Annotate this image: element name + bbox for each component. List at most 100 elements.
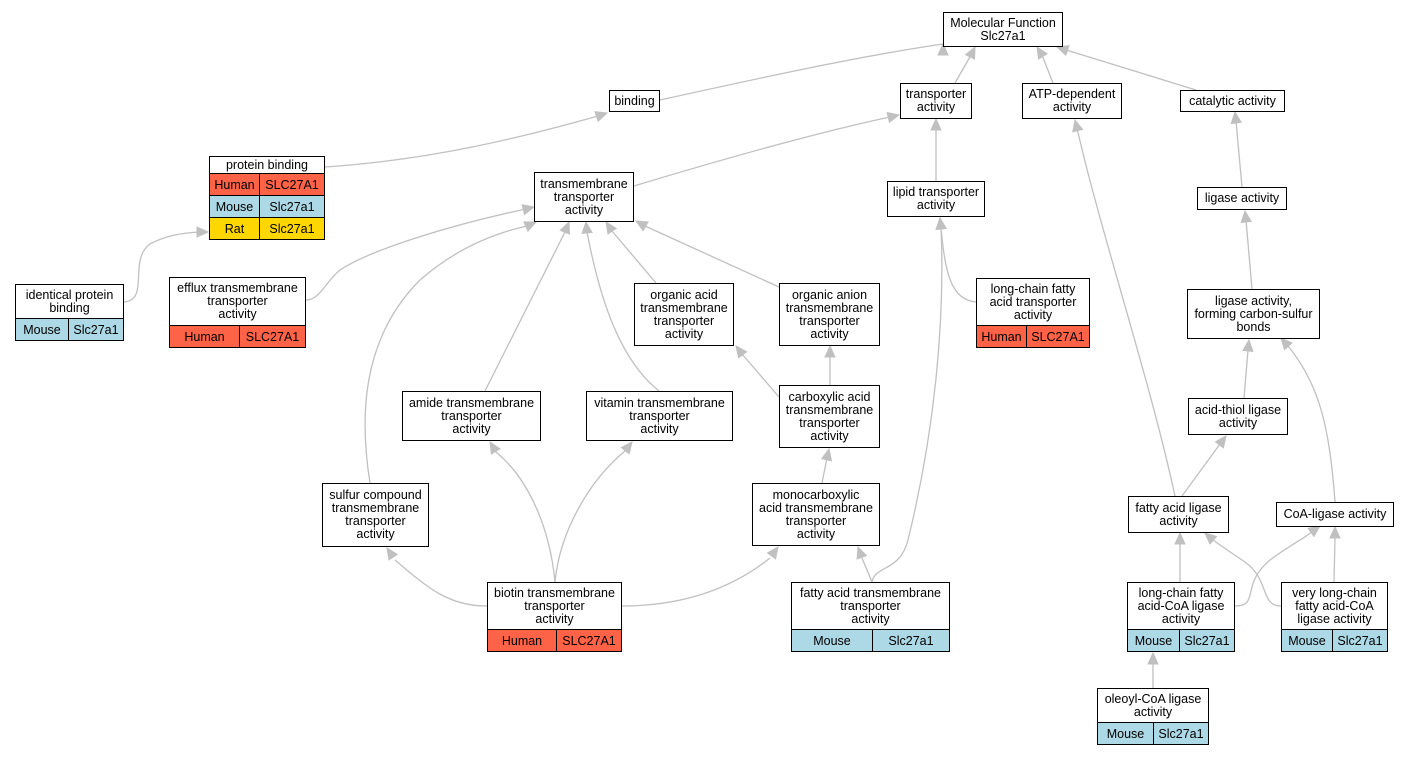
title-line: amide transmembrane — [408, 395, 535, 410]
title-line: activity — [1218, 415, 1258, 430]
title-line: ligase activity — [1204, 191, 1280, 205]
edge-oleoyl-to-lcfa-coa — [1147, 651, 1159, 688]
title-line: ligase activity, — [1215, 293, 1292, 308]
title-line: protein binding — [225, 157, 308, 172]
annotation-row: Mouse Slc27a1 — [1282, 629, 1387, 651]
edge-vlcfa-coa-to-fatty-acid-ligase — [1204, 532, 1282, 607]
edge-biotin-to-monocarboxylic — [621, 546, 779, 607]
node-catalytic-activity[interactable]: catalytic activity — [1180, 90, 1285, 112]
arrowhead — [856, 545, 868, 560]
edge-vlcfa-coa-to-coa-ligase — [1329, 525, 1341, 583]
edge-ligase-to-catalytic — [1230, 110, 1243, 188]
title-line: transmembrane — [640, 300, 728, 315]
gene-cell: Slc27a1 — [73, 322, 119, 337]
arrowhead — [196, 226, 210, 238]
title-line: very long-chain — [1292, 585, 1377, 600]
edge-carboxylic-to-organic-acid — [735, 345, 780, 398]
title-line: transporter — [840, 598, 901, 613]
title-line: ATP-dependent — [1028, 87, 1116, 101]
species-cell: Human — [488, 630, 557, 651]
edge-organic-acid-to-tmt — [605, 220, 657, 284]
title-line: activity — [218, 307, 257, 321]
species-cell: Mouse — [210, 196, 260, 217]
species-cell: Mouse — [1282, 630, 1333, 651]
title-line: transporter — [785, 513, 847, 528]
title-line: transporter — [441, 408, 502, 423]
edge-bonds-to-ligase — [1240, 209, 1253, 290]
title-line: binding — [49, 300, 90, 315]
title-line: acid-thiol ligase — [1194, 402, 1282, 417]
title-line: transmembrane — [331, 501, 420, 515]
title-line: activity — [916, 198, 956, 212]
node-ligase-activity[interactable]: ligase activity — [1197, 187, 1287, 210]
arrowhead — [386, 546, 399, 561]
edge-biotin-to-vitamin — [554, 441, 633, 583]
node-coa-ligase-activity[interactable]: CoA-ligase activity — [1276, 502, 1394, 527]
title-line: acid-CoA ligase — [1137, 598, 1225, 613]
title-line: acid transmembrane — [759, 500, 873, 515]
node-binding[interactable]: binding — [609, 90, 660, 112]
title-line: transporter — [524, 598, 585, 613]
title-line: activity — [564, 202, 604, 217]
arrowhead — [1147, 651, 1159, 665]
node-molecular-function-root[interactable]: Molecular Function Slc27a1 — [943, 12, 1063, 47]
title-line: Slc27a1 — [980, 28, 1026, 43]
title-line: activity — [810, 428, 849, 443]
arrowhead — [886, 111, 901, 124]
arrowhead — [1280, 337, 1293, 351]
edge-sulfur-to-tmt — [364, 221, 538, 484]
species-cell: Mouse — [1128, 630, 1180, 651]
gene-cell: Slc27a1 — [888, 633, 934, 648]
gene-cell: Slc27a1 — [1337, 633, 1383, 648]
title-line: long-chain fatty — [990, 281, 1076, 296]
gene-cell: Slc27a1 — [269, 221, 315, 236]
title-line: activity — [1052, 100, 1092, 114]
title-line: activity — [851, 611, 890, 626]
node-title: CoA-ligase activity — [1277, 503, 1393, 526]
arrowhead — [820, 447, 833, 462]
arrowhead — [1329, 525, 1341, 539]
arrowhead — [620, 441, 633, 455]
edge-fatty-acid-ligase-to-atp — [1072, 118, 1176, 497]
species-cell: Mouse — [792, 630, 873, 651]
node-title: binding — [610, 91, 659, 111]
title-line: activity — [640, 421, 679, 436]
arrowhead — [930, 117, 942, 131]
